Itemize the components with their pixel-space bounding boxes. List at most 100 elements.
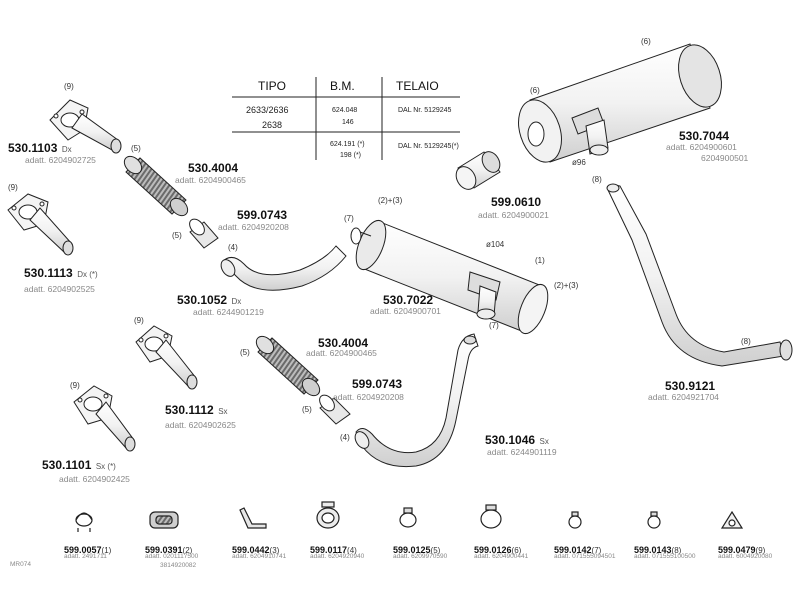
silencer-530-7022[interactable] <box>350 216 554 337</box>
callout-7-left: (7) <box>344 214 354 223</box>
clamp-icon-599-0391 <box>149 511 179 529</box>
part-adatt: adatt. 6204921704 <box>648 392 719 402</box>
table-header-telaio: TELAIO <box>396 79 439 93</box>
part-label-599-0743-upper[interactable]: 599.0743 <box>237 206 287 224</box>
part-code: 530.9121 <box>665 379 716 393</box>
sleeve-599-0743-lower[interactable] <box>317 392 351 425</box>
part-adatt: adatt. 6204900601 <box>666 142 737 152</box>
part-label-530-4004-upper[interactable]: 530.4004 <box>188 159 238 177</box>
flex-tube-530-4004-upper[interactable] <box>121 153 191 219</box>
clamp-label-599-0126[interactable]: 599.0126(6) <box>474 540 521 558</box>
part-code: 530.1046 <box>485 433 536 447</box>
part-suffix: Dx (*) <box>77 270 98 279</box>
clamp-qty: (2) <box>182 546 193 555</box>
callout-9: (9) <box>70 381 80 390</box>
flange-pipe-530-1103[interactable] <box>49 99 122 154</box>
part-code: 530.7044 <box>679 129 730 143</box>
part-adatt: adatt. 6204900701 <box>370 306 441 316</box>
pipe-stub-599-0610[interactable] <box>452 148 503 192</box>
callout-7-bottom: (7) <box>489 321 499 330</box>
part-label-530-9121[interactable]: 530.9121 <box>665 377 715 395</box>
bent-pipe-530-1046[interactable] <box>352 333 479 468</box>
part-code: 599.0743 <box>237 208 288 222</box>
bent-pipe-530-1052[interactable] <box>218 245 347 291</box>
part-label-530-7022[interactable]: 530.7022 <box>383 291 433 309</box>
part-adatt-2: 6204900501 <box>701 153 749 163</box>
clamp-icon-599-0117 <box>316 501 340 529</box>
flange-pipe-530-1101[interactable] <box>73 385 136 452</box>
part-label-530-1103[interactable]: 530.1103 Dx <box>8 139 72 157</box>
callout-6-left: (6) <box>530 86 540 95</box>
part-code: 599.0610 <box>491 195 542 209</box>
callout-5: (5) <box>172 231 182 240</box>
part-label-530-1113[interactable]: 530.1113 Dx (*) <box>24 264 98 282</box>
part-suffix: Sx <box>218 407 228 416</box>
part-suffix: Sx (*) <box>95 462 116 471</box>
clamp-label-599-0057[interactable]: 599.0057(1) <box>64 540 111 558</box>
silencer-530-7044[interactable] <box>511 39 729 167</box>
flange-pipe-530-1113[interactable] <box>7 193 74 256</box>
table-tipo-2: 2638 <box>262 120 283 130</box>
part-suffix: Dx <box>231 297 242 306</box>
clamp-code: 599.0117 <box>310 545 348 555</box>
clamp-label-599-0442[interactable]: 599.0442(3) <box>232 540 279 558</box>
clamp-qty: (7) <box>591 546 602 555</box>
clamp-label-599-0142[interactable]: 599.0142(7) <box>554 540 601 558</box>
part-label-530-1101[interactable]: 530.1101 Sx (*) <box>42 456 116 474</box>
clamp-qty: (4) <box>347 546 357 555</box>
part-label-599-0743-lower[interactable]: 599.0743 <box>352 375 402 393</box>
callout-8-bottom: (8) <box>741 337 751 346</box>
part-code: 530.1052 <box>177 293 228 307</box>
part-code: 530.1103 <box>8 141 58 155</box>
table-header-tipo: TIPO <box>258 79 287 93</box>
table-tipo-1: 2633/2636 <box>246 105 289 115</box>
clamp-icon-599-0142 <box>568 511 582 529</box>
table-header-bm: B.M. <box>330 79 355 93</box>
clamp-label-599-0391[interactable]: 599.0391(2) <box>145 540 192 558</box>
clamp-label-599-0143[interactable]: 599.0143(8) <box>634 540 681 558</box>
flange-pipe-530-1112[interactable] <box>135 325 198 390</box>
clamp-qty: (6) <box>511 546 522 555</box>
clamp-adatt: adatt. 6004920080 <box>718 553 773 560</box>
part-adatt: adatt. 6244901219 <box>193 307 264 317</box>
part-label-530-4004-lower[interactable]: 530.4004 <box>318 334 368 352</box>
part-suffix: Sx <box>539 437 549 446</box>
clamp-adatt: adatt. 071555094501 <box>554 553 616 560</box>
table-bm-2: 146 <box>342 119 354 126</box>
part-adatt: adatt. 6204902525 <box>24 284 95 294</box>
diameter-104-label: ø104 <box>486 240 505 249</box>
clamp-qty: (1) <box>101 546 112 555</box>
part-label-530-7044[interactable]: 530.7044 <box>679 127 729 145</box>
callout-2-3-right: (2)+(3) <box>554 281 579 290</box>
clamp-code: 599.0126 <box>474 545 512 555</box>
clamp-qty: (8) <box>671 546 682 555</box>
clamp-label-599-0125[interactable]: 599.0125(5) <box>393 540 440 558</box>
part-label-599-0610[interactable]: 599.0610 <box>491 193 541 211</box>
part-code: 530.7022 <box>383 293 434 307</box>
flex-tube-530-4004-lower[interactable] <box>253 333 323 399</box>
clamp-code: 599.0125 <box>393 545 431 555</box>
clamp-code: 599.0479 <box>718 545 756 555</box>
clamp-adatt: adatt. 6209970590 <box>393 553 448 560</box>
part-code: 530.4004 <box>188 161 239 175</box>
clamp-code: 599.0391 <box>145 545 183 555</box>
table-bm-4: 198 (*) <box>340 152 362 159</box>
clamp-label-599-0479[interactable]: 599.0479(9) <box>718 540 765 558</box>
part-adatt: adatt. 6204900021 <box>478 210 549 220</box>
callout-5: (5) <box>240 348 250 357</box>
part-label-530-1112[interactable]: 530.1112 Sx <box>165 401 228 419</box>
clamp-icon-599-0126 <box>480 504 502 529</box>
part-label-530-1046[interactable]: 530.1046 Sx <box>485 431 549 449</box>
part-adatt: adatt. 6204920208 <box>218 222 289 232</box>
clamp-label-599-0117[interactable]: 599.0117(4) <box>310 540 357 558</box>
long-pipe-530-9121[interactable] <box>606 183 793 367</box>
part-code: 599.0743 <box>352 377 403 391</box>
clamp-qty: (3) <box>269 546 280 555</box>
part-adatt: adatt. 6204902725 <box>25 155 96 165</box>
callout-2-3-top: (2)+(3) <box>378 196 403 205</box>
callout-5: (5) <box>302 405 312 414</box>
part-label-530-1052[interactable]: 530.1052 Dx <box>177 291 241 309</box>
clamp-icon-599-0143 <box>647 511 661 529</box>
sleeve-599-0743-upper[interactable] <box>187 216 219 249</box>
